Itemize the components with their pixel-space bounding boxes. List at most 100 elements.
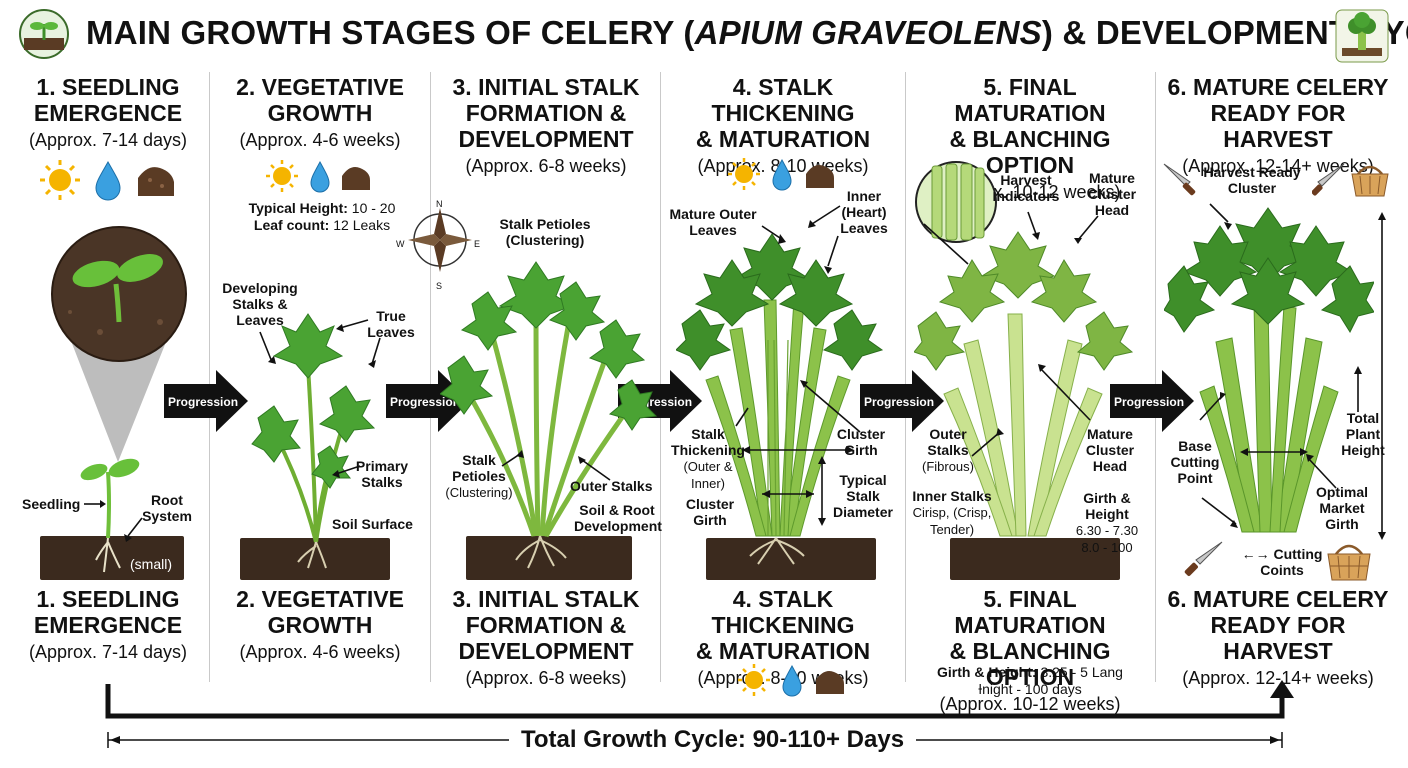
primary-stalks-label: Primary Stalks [355,458,409,490]
soil-icon [342,167,370,190]
blanching-plant-illustration [914,231,1134,537]
true-leaves-label: True Leaves [367,308,415,340]
small-label: (small) [130,556,172,572]
stalk-petioles-top-label: Stalk Petioles (Clustering) [499,216,591,248]
water-drop-icon [95,160,121,201]
soil-bed [950,538,1120,580]
stage-4-header: 4. STALK THICKENING& MATURATION (Approx.… [695,74,871,176]
inner-heart-leaves-label: Inner (Heart) Leaves [840,188,888,236]
mature-cluster-head-top-label: Mature Cluster Head [1087,170,1137,218]
column-divider [660,72,661,682]
compass-n-label: N [436,199,443,209]
stage-4-arrows [735,205,861,526]
soil-surface-label: Soil Surface [332,516,413,532]
vegetative-plant-illustration [251,313,376,569]
mature-outer-leaves-label: Mature Outer Leaves [669,206,757,238]
progression-label: Progression [1114,395,1185,409]
column-divider [430,72,431,682]
basket-icon [1351,165,1389,197]
stage-4-conditions-icons [728,158,834,191]
soil-icon [816,671,844,694]
stage-1-conditions-icons [40,160,174,201]
soil-icon [806,165,834,188]
cluster-girth-right-label: Cluster Girth [836,426,886,458]
cutting-coints-label: ←→ Cutting Coints [1241,546,1323,578]
stage-3-arrows [501,450,611,481]
typical-stalk-diameter-label: Typical Stalk Diameter [833,472,893,520]
celery-badge-icon [1334,8,1389,63]
progression-label: Progression [168,395,239,409]
total-growth-cycle-label: Total Growth Cycle: 90-110+ Days [509,726,917,754]
root-system-label: Root System [142,492,192,524]
outer-stalks-label: Outer Stalks [570,478,653,494]
progression-arrow [164,370,248,432]
soil-root-label: Soil & Root Development [574,502,662,534]
harvest-ready-cluster-label: Harvest Ready Cluster [1203,164,1301,196]
sun-icon [728,158,760,190]
basket-icon [1327,544,1371,581]
sun-icon [266,160,298,192]
stage-1-arrows [84,500,143,542]
optimal-market-girth-label: Optimal Market Girth [1315,484,1369,532]
harvest-indicators-label: Harvest Indicators [992,172,1060,204]
sun-icon [738,664,770,696]
water-drop-icon [310,160,330,193]
compass-w-label: W [396,239,405,249]
stalk-thickening-plant-illustration [676,233,884,565]
page-title: MAIN GROWTH STAGES OF CELERY (APIUM GRAV… [86,14,1408,51]
soil-bed [40,536,184,580]
column-divider [905,72,906,682]
seedling-logo-icon [18,8,70,60]
stage-4-footer-conditions-icons [738,664,844,697]
progression-label: Progression [864,395,935,409]
sun-icon [40,160,80,200]
stage-2-arrows [259,319,381,478]
knife-icon [1163,163,1196,196]
knife-icon [1312,163,1345,196]
total-plant-height-label: Total Plant Height [1341,410,1385,458]
stage-5-arrows [923,211,1099,457]
soil-icon [138,167,174,196]
stalk-closeup-magnifier [915,161,997,243]
knife-icon [1184,541,1223,576]
water-drop-icon [782,664,802,697]
stalk-petioles-label: Stalk Petioles(Clustering) [445,452,513,500]
mature-celery-illustration [1164,207,1374,533]
column-divider [1155,72,1156,682]
stage-5-footer: 5. FINAL MATURATION& BLANCHING OPTION (A… [939,586,1121,714]
progression-arrow [1110,370,1194,432]
stage-2-stats: Typical Height: 10 - 20 Leaf count: 12 L… [248,200,396,233]
seedling-plant-illustration [80,458,140,573]
stage-6-arrows [1199,203,1386,540]
base-cutting-point-label: Base Cutting Point [1170,438,1220,486]
stage-2-conditions-icons [266,160,370,193]
developing-stalks-label: Developing Stalks & Leaves [222,280,298,328]
compass-s-label: S [436,281,443,291]
compass-rose-icon [408,208,472,272]
column-divider [209,72,210,682]
cycle-timeline [105,680,1294,748]
seedling-label: Seedling [22,496,81,512]
stage-5-footer-stats: Girth & Height: 3.25 - 5 Lang Ɨnight - 1… [937,664,1123,697]
seedling-closeup-illustration [51,226,187,462]
progression-arrow [386,370,470,432]
progression-label: Progression [390,395,461,409]
outer-stalks-label: Outer Stalks(Fibrous) [921,426,974,474]
cluster-girth-left-label: Cluster Girth [685,496,735,528]
stalk-thickening-label: Stalk Thickening(Outer & Inner) [671,426,745,491]
water-drop-icon [772,158,792,191]
mature-cluster-head-label: Mature Cluster Head [1085,426,1135,474]
initial-stalk-plant-illustration [440,261,658,569]
progression-arrow [860,370,944,432]
compass-e-label: E [474,239,481,249]
